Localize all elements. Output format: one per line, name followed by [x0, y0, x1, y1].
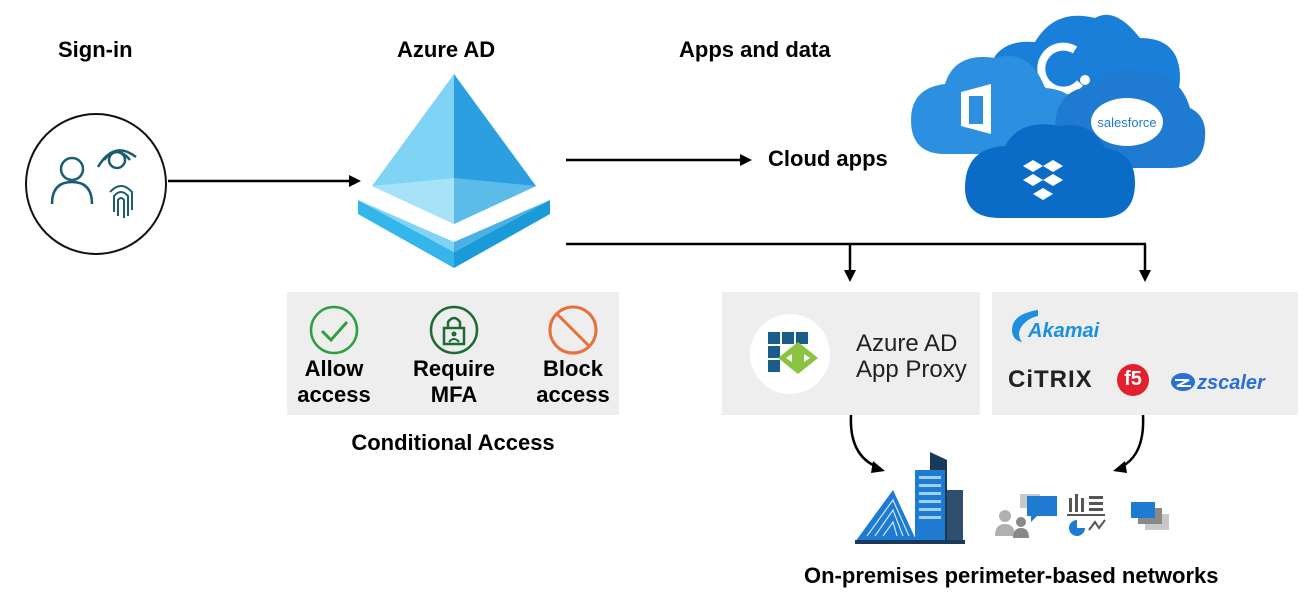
f5-logo: f5: [1117, 364, 1149, 396]
ca-option-block: Block access: [527, 304, 619, 408]
conditional-access-panel: Allow access Require MFA Block access: [287, 292, 619, 415]
onprem-icons: [855, 452, 1169, 544]
ca-option-block-line1: Block: [543, 356, 603, 381]
chat-users-icon: [995, 494, 1057, 538]
signin-to-azure-arrow: [168, 175, 361, 187]
app-proxy-line2: App Proxy: [856, 356, 967, 383]
ca-option-mfa-line1: Require: [413, 356, 495, 381]
blocked-circle-icon: [548, 305, 598, 355]
windows-icon: [1131, 502, 1169, 530]
app-proxy-panel: Azure AD App Proxy: [722, 292, 980, 415]
signin-header: Sign-in: [58, 37, 133, 62]
azure-to-cloud-arrow: [566, 154, 752, 166]
salesforce-logo-text: salesforce: [1097, 115, 1156, 130]
conditional-access-title: Conditional Access: [351, 430, 555, 455]
to-onprem-curved-arrows: [849, 414, 1145, 473]
apps-header: Apps and data: [679, 37, 831, 62]
app-proxy-icon: [750, 314, 830, 394]
azure-to-onprem-arrows: [566, 242, 1151, 282]
ca-option-mfa: Require MFA: [402, 304, 506, 408]
cloud-apps-cluster: salesforce: [911, 14, 1206, 218]
azuread-header: Azure AD: [397, 37, 496, 62]
akamai-logo-text: Akamai: [1028, 320, 1100, 342]
akamai-logo-icon: [1012, 310, 1038, 342]
cloud-icon-dropbox: [965, 124, 1135, 218]
building-icon: [855, 452, 965, 544]
partners-panel: Akamai CiTRIX f5 zscaler: [992, 292, 1298, 415]
cloud-apps-label: Cloud apps: [768, 146, 888, 171]
analytics-icon: [1067, 494, 1106, 536]
zscaler-logo-icon: [1171, 373, 1195, 391]
ca-option-block-line2: access: [536, 382, 610, 407]
zscaler-logo-text: zscaler: [1197, 372, 1265, 394]
lock-circle-icon: [429, 305, 479, 355]
citrix-logo-text: CiTRIX: [1008, 366, 1093, 393]
ca-option-allow-line2: access: [297, 382, 371, 407]
check-circle-icon: [309, 305, 359, 355]
onprem-label: On-premises perimeter-based networks: [804, 563, 1219, 588]
ca-option-mfa-line2: MFA: [430, 382, 478, 407]
azure-ad-icon: [358, 74, 550, 268]
signin-identity-icon: [25, 113, 167, 255]
app-proxy-line1: Azure AD: [856, 330, 958, 357]
ca-option-allow: Allow access: [289, 304, 379, 408]
ca-option-allow-line1: Allow: [304, 356, 364, 381]
